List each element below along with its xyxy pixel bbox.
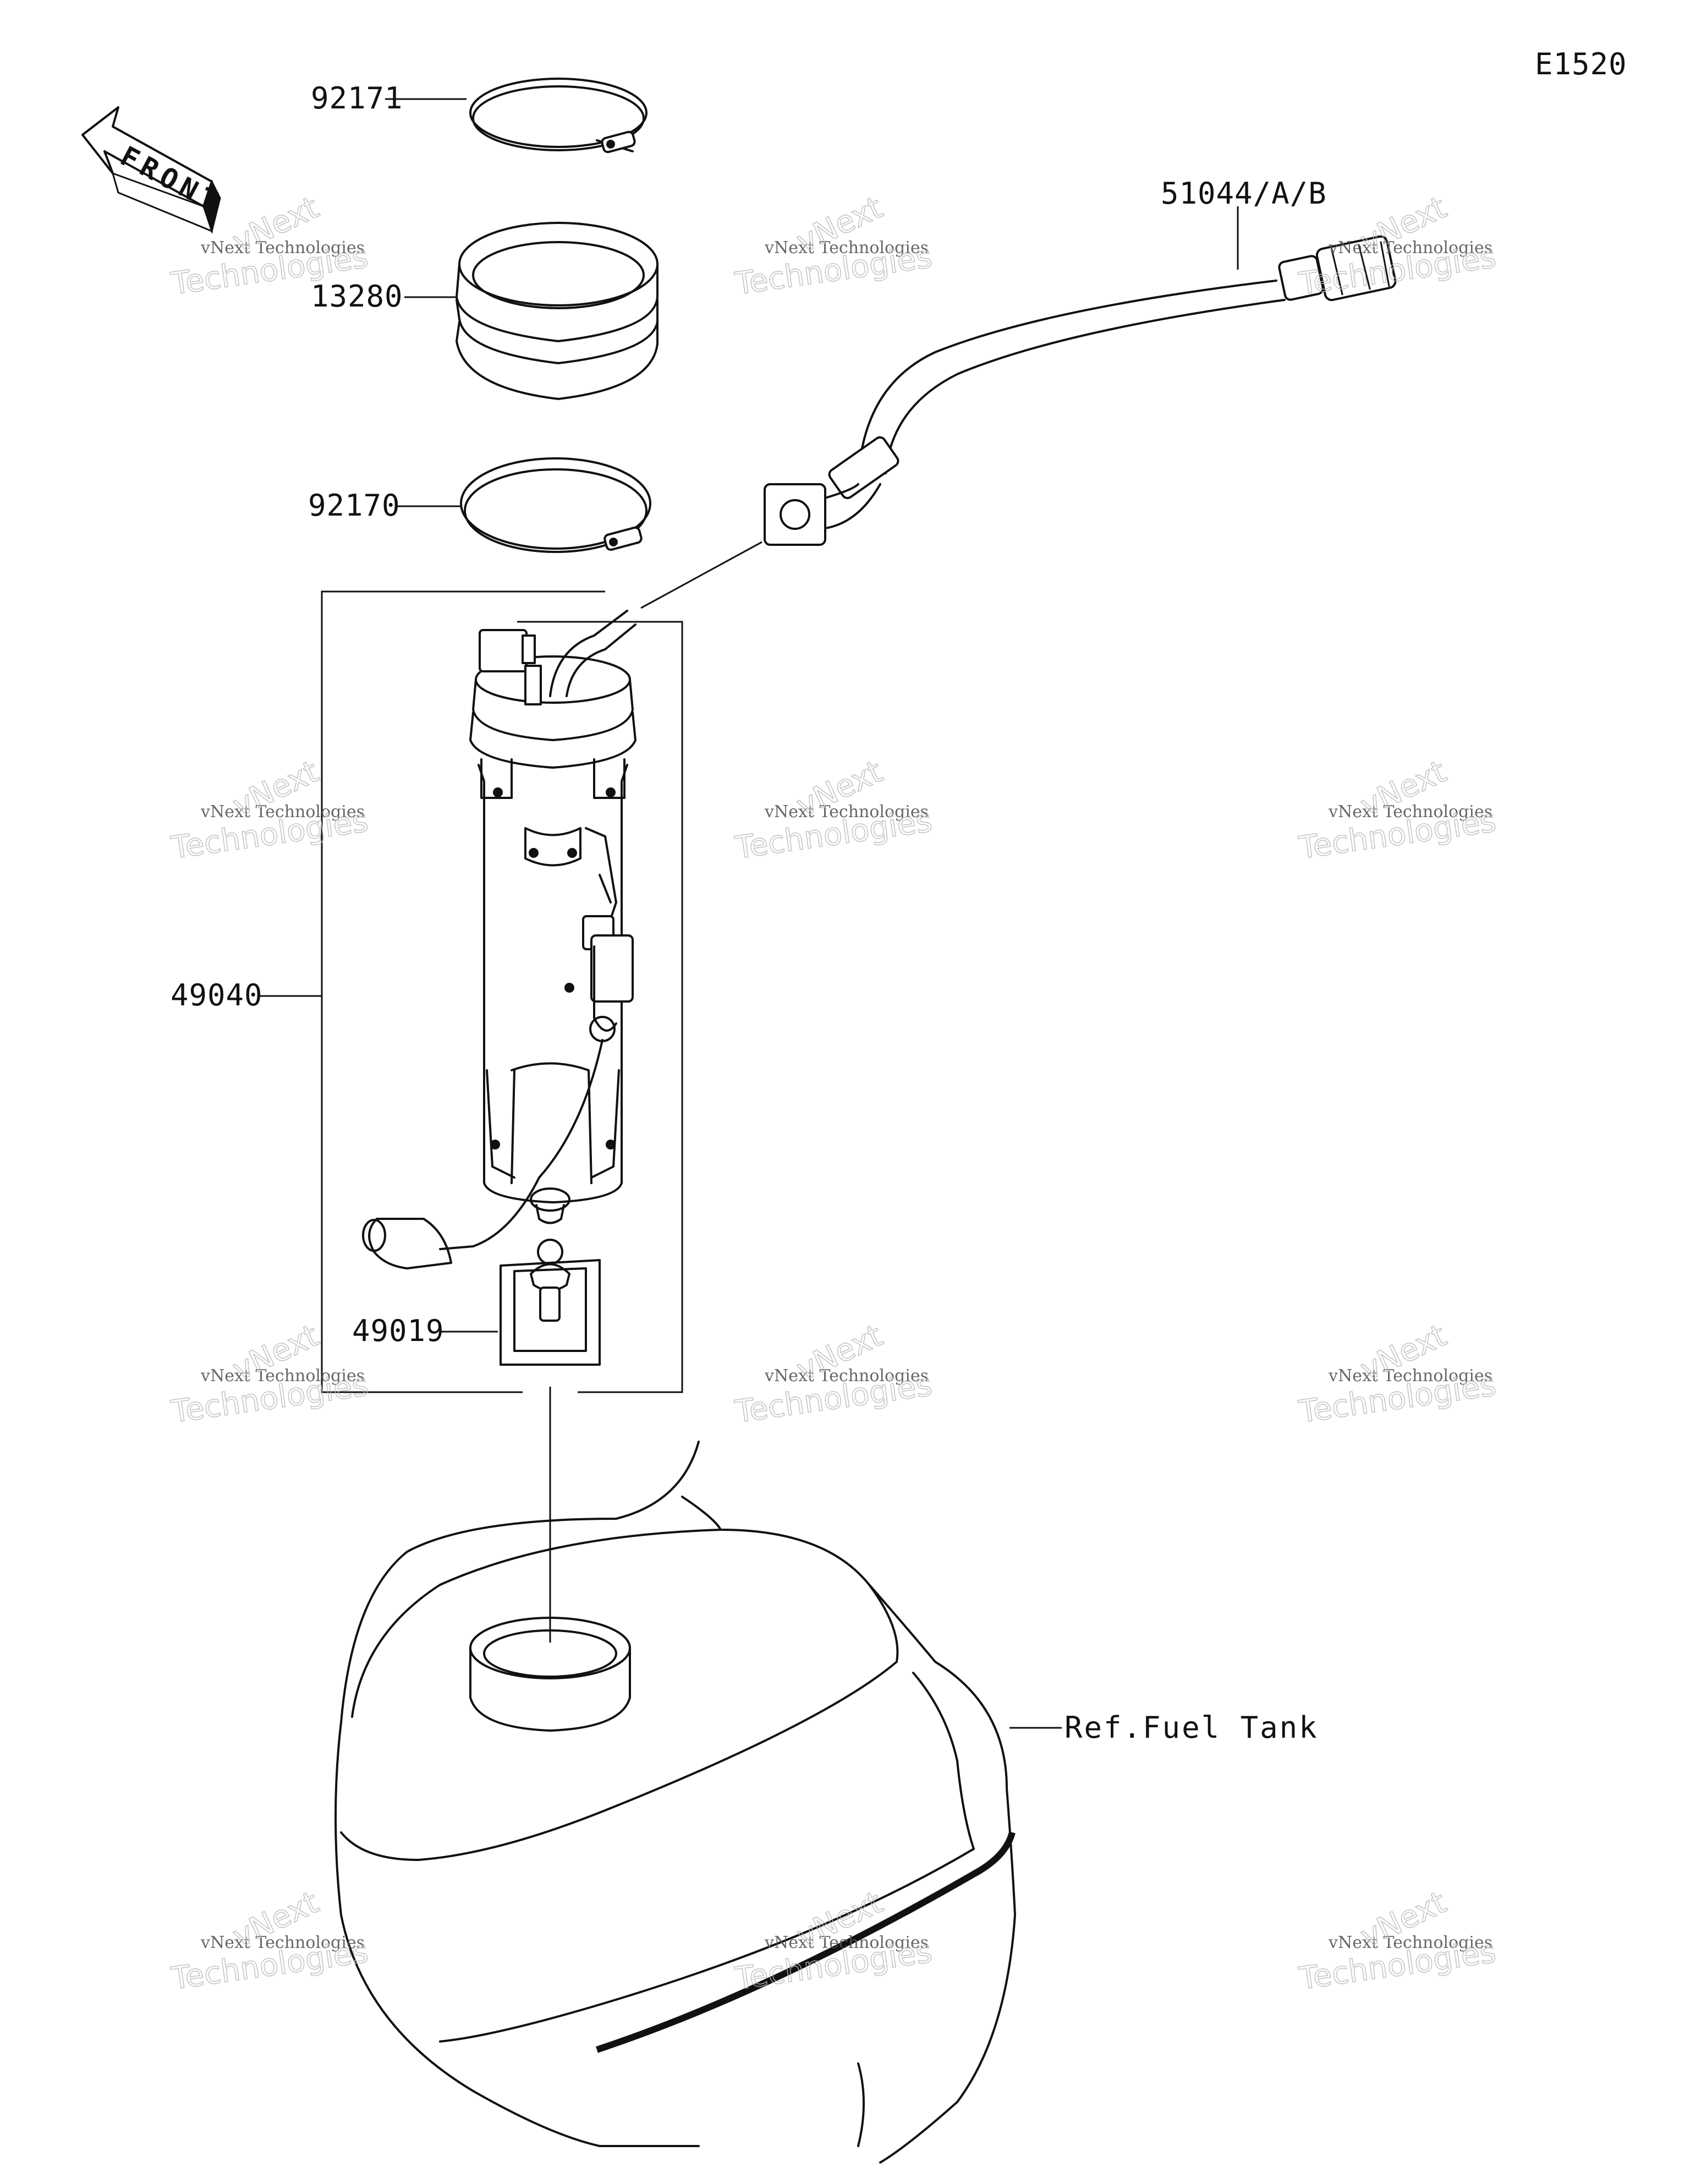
svg-text:vNext Technologies: vNext Technologies: [200, 1366, 365, 1386]
svg-text:vNext Technologies: vNext Technologies: [200, 802, 365, 822]
watermark-7: vNext Technologies Technologies vNext: [168, 1317, 371, 1431]
label-ref-fuel-tank: Ref.Fuel Tank: [1065, 1710, 1319, 1745]
svg-text:vNext Technologies: vNext Technologies: [200, 238, 365, 258]
clamp-92170: [460, 457, 651, 553]
svg-text:vNext Technologies: vNext Technologies: [764, 1366, 929, 1386]
svg-text:vNext Technologies: vNext Technologies: [764, 802, 929, 822]
watermark-11: vNext Technologies Technologies vNext: [732, 1884, 935, 1997]
watermark-6: vNext Technologies Technologies vNext: [1296, 753, 1499, 867]
label-92171: 92171: [311, 81, 403, 116]
gasket-13280: [456, 222, 659, 400]
svg-text:vNext Technologies: vNext Technologies: [1328, 802, 1493, 822]
svg-text:vNext Technologies: vNext Technologies: [764, 1933, 929, 1952]
svg-text:vNext Technologies: vNext Technologies: [1328, 1366, 1493, 1386]
svg-text:vNext Technologies: vNext Technologies: [1328, 238, 1493, 258]
watermark-group: vNext Technologies Technologies vNext vN…: [168, 189, 1499, 1997]
fuel-pump-49040: [362, 610, 637, 1269]
svg-text:vNext Technologies: vNext Technologies: [200, 1933, 365, 1952]
fuel-tank-reference: [334, 1441, 1016, 2164]
fuel-hose-51044: [764, 235, 1397, 546]
label-49019: 49019: [352, 1313, 445, 1348]
filter-49019: [500, 1239, 601, 1366]
watermark-3: vNext Technologies Technologies vNext: [1296, 189, 1499, 303]
watermark-9: vNext Technologies Technologies vNext: [1296, 1317, 1499, 1431]
label-92170: 92170: [308, 488, 400, 523]
watermark-10: vNext Technologies Technologies vNext: [168, 1884, 371, 1997]
svg-text:vNext Technologies: vNext Technologies: [1328, 1933, 1493, 1952]
front-arrow-icon: FRONT: [81, 106, 228, 234]
clamp-92171: [469, 78, 648, 154]
watermark-8: vNext Technologies Technologies vNext: [732, 1317, 935, 1431]
label-13280: 13280: [311, 279, 403, 314]
label-49040: 49040: [171, 978, 263, 1012]
assembly-bracket: [321, 590, 683, 1393]
label-51044: 51044/A/B: [1161, 176, 1327, 211]
watermark-2: vNext Technologies Technologies vNext: [732, 189, 935, 303]
watermark-5: vNext Technologies Technologies vNext: [732, 753, 935, 867]
watermark-12: vNext Technologies Technologies vNext: [1296, 1884, 1499, 1997]
diagram-code: E1520: [1535, 47, 1627, 81]
svg-text:vNext Technologies: vNext Technologies: [764, 238, 929, 258]
watermark-4: vNext Technologies Technologies vNext: [168, 753, 371, 867]
